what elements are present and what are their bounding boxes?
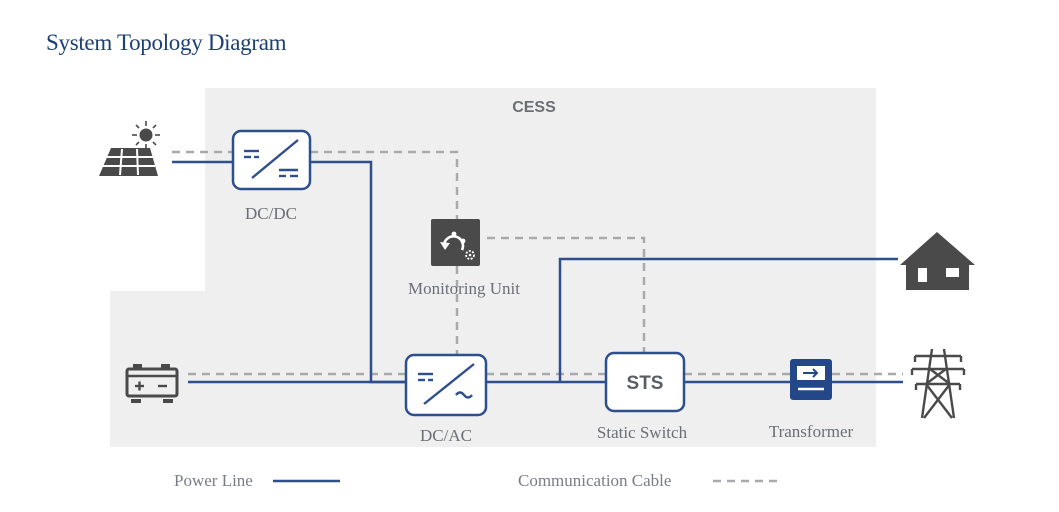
static-switch-label: Static Switch: [597, 423, 688, 442]
power-lines: [172, 160, 903, 384]
static-switch: STS: [604, 351, 686, 413]
solar-panel-icon: [99, 121, 160, 176]
cess-label: CESS: [512, 99, 556, 116]
monitoring-label: Monitoring Unit: [408, 279, 520, 298]
legend-communication-cable-label: Communication Cable: [518, 471, 671, 490]
page-title: System Topology Diagram: [46, 30, 287, 55]
dcac-label: DC/AC: [420, 426, 472, 445]
communication-cables: [172, 150, 903, 376]
transformer-icon: [790, 359, 832, 400]
dcdc-label: DC/DC: [245, 204, 297, 223]
transformer-label: Transformer: [769, 422, 854, 441]
cess-container: [110, 88, 876, 447]
dcdc-converter: [231, 129, 312, 191]
dcac-converter: [404, 353, 488, 417]
battery-icon: [125, 364, 179, 403]
legend-power-line-label: Power Line: [174, 471, 253, 490]
house-icon: [900, 232, 975, 290]
power-tower-icon: [910, 348, 966, 419]
monitoring-unit-icon: [431, 219, 480, 266]
sts-box-label: STS: [627, 373, 664, 394]
legend: Power Line Communication Cable: [174, 471, 780, 490]
